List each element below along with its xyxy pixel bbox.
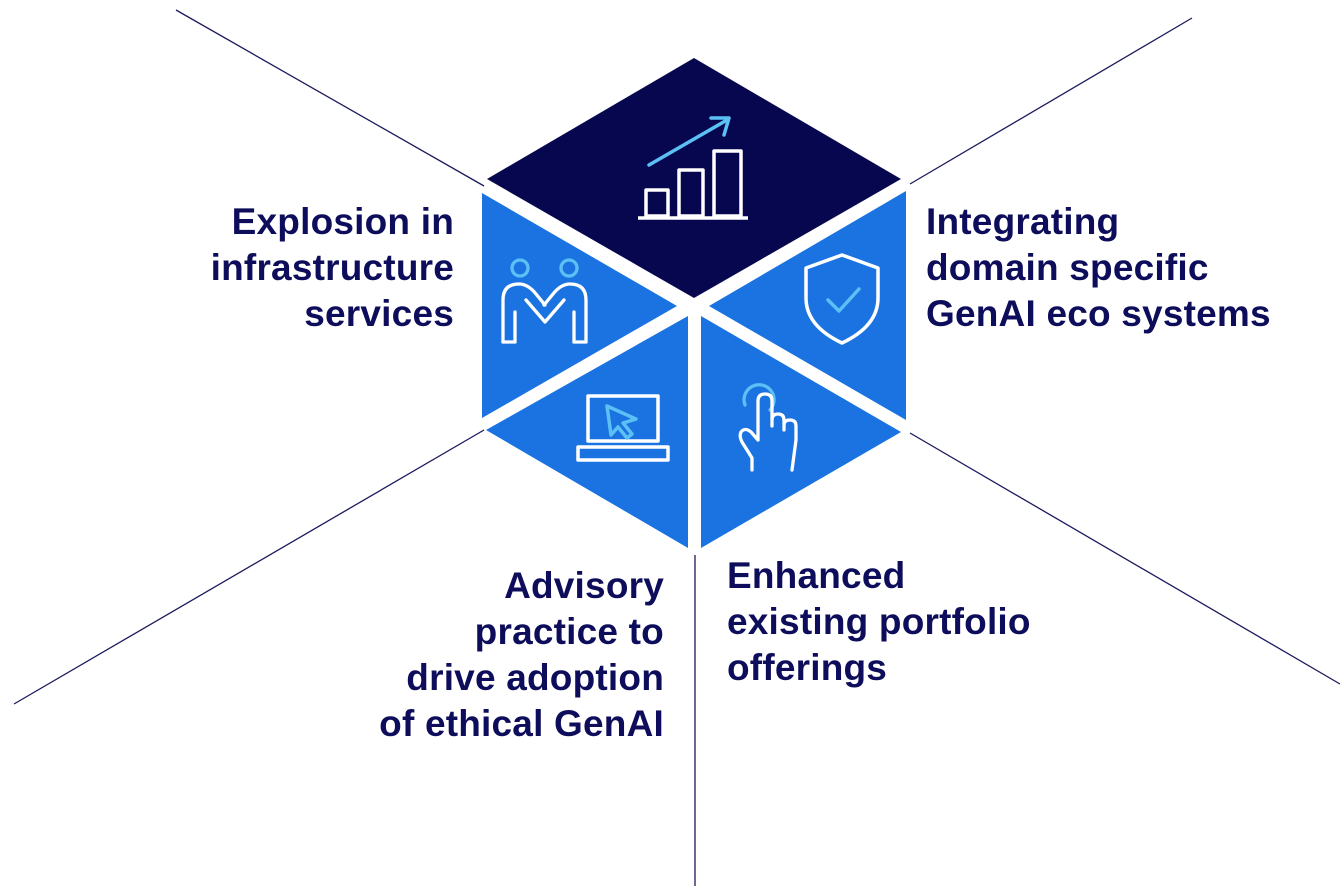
- label-line: Enhanced: [727, 555, 906, 596]
- label-enhanced-portfolio: Enhanced existing portfolio offerings: [727, 553, 1127, 691]
- label-integrating-genai: Integrating domain specific GenAI eco sy…: [926, 199, 1336, 337]
- connector-line-top-left: [175, 9, 485, 187]
- connector-line-bottom-left: [13, 429, 485, 705]
- label-line: services: [304, 293, 454, 334]
- label-line: domain specific: [926, 247, 1209, 288]
- label-advisory-practice: Advisory practice to drive adoption of e…: [300, 563, 664, 747]
- label-line: of ethical GenAI: [379, 703, 664, 744]
- label-line: existing portfolio: [727, 601, 1031, 642]
- connector-line-bottom-right: [909, 432, 1341, 685]
- connector-line-top-right: [909, 17, 1193, 185]
- label-line: infrastructure: [210, 247, 454, 288]
- label-line: practice to: [474, 611, 664, 652]
- segment-left: [482, 193, 677, 418]
- label-line: GenAI eco systems: [926, 293, 1271, 334]
- segment-bottom-right: [701, 316, 901, 548]
- laptop-cursor-icon: [576, 394, 670, 462]
- label-line: Explosion in: [231, 201, 454, 242]
- handshake-people-icon: [501, 258, 588, 344]
- segment-top: [487, 58, 901, 298]
- hexagon: [482, 58, 906, 548]
- label-line: drive adoption: [406, 657, 664, 698]
- shield-check-icon: [804, 253, 880, 345]
- label-line: Advisory: [504, 565, 664, 606]
- connector-lines: [13, 9, 1341, 886]
- growth-chart-icon: [638, 116, 748, 220]
- touch-hand-icon: [738, 383, 798, 472]
- label-line: offerings: [727, 647, 888, 688]
- label-line: Integrating: [926, 201, 1120, 242]
- label-explosion-infrastructure: Explosion in infrastructure services: [150, 199, 454, 337]
